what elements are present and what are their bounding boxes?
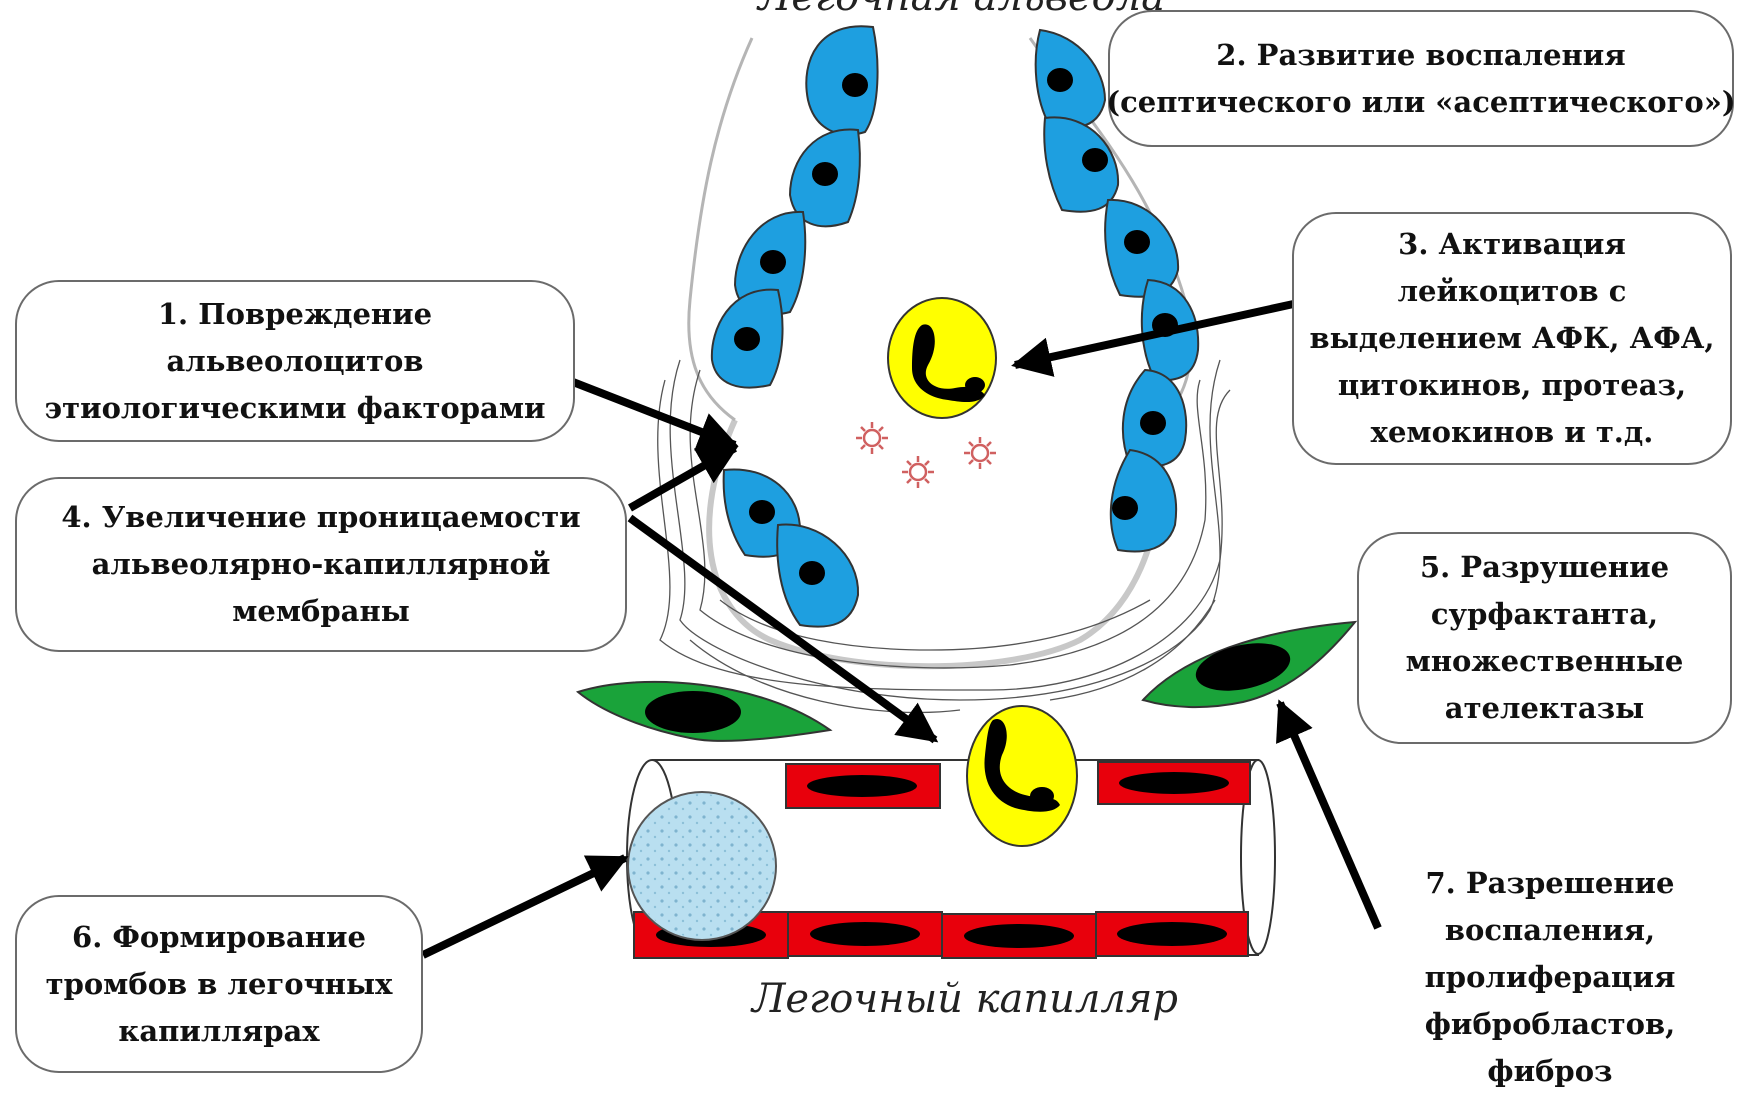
step-4-line-1: 4. Увеличение проницаемости <box>61 494 580 541</box>
step-4-line-2: альвеолярно-капиллярной <box>92 541 551 588</box>
step-6-box: 6. Формирование тромбов в легочных капил… <box>15 895 423 1073</box>
step-4-box: 4. Увеличение проницаемости альвеолярно-… <box>15 477 627 652</box>
step-5-box: 5. Разрушение сурфактанта, множественные… <box>1357 532 1732 744</box>
step-3-line-1: 3. Активация <box>1398 221 1626 268</box>
fibroblast-cell-icon <box>578 622 1355 741</box>
step-7-line-4: фибробластов, <box>1400 1001 1700 1048</box>
step-7-line-2: воспаления, <box>1400 907 1700 954</box>
step-3-line-4: цитокинов, протеаз, <box>1338 362 1686 409</box>
step-1-box: 1. Повреждение альвеолоцитов этиологичес… <box>15 280 575 442</box>
step-2-box: 2. Развитие воспаления (септического или… <box>1108 10 1734 147</box>
step-1-line-1: 1. Повреждение <box>158 291 432 338</box>
step-5-line-1: 5. Разрушение <box>1420 544 1669 591</box>
step-7-line-1: 7. Разрешение <box>1400 860 1700 907</box>
step-7-text: 7. Разрешение воспаления, пролиферация ф… <box>1400 860 1700 1095</box>
arrow-step7 <box>1280 703 1378 928</box>
alveolus-caption: Легочная альвеола <box>758 0 1165 20</box>
step-2-line-1: 2. Развитие воспаления <box>1216 32 1625 79</box>
mediator-star-icon <box>856 422 996 488</box>
step-7-line-5: фиброз <box>1400 1048 1700 1095</box>
arrow-step6 <box>423 858 625 955</box>
alveolocyte-cell-icon <box>712 26 878 626</box>
step-3-line-5: хемокинов и т.д. <box>1371 409 1654 456</box>
step-6-line-1: 6. Формирование <box>72 914 366 961</box>
step-3-line-2: лейкоцитов с <box>1398 268 1627 315</box>
step-4-line-3: мембраны <box>232 588 410 635</box>
step-6-line-3: капиллярах <box>118 1008 319 1055</box>
arrow-step4-alveolus <box>630 448 735 508</box>
step-1-line-2: альвеолоцитов <box>166 338 423 385</box>
capillary-caption: Легочный капилляр <box>752 976 1178 1022</box>
leukocyte-cell-icon <box>967 706 1077 846</box>
step-5-line-4: ателектазы <box>1445 685 1644 732</box>
step-6-line-2: тромбов в легочных <box>46 961 393 1008</box>
step-3-line-3: выделением АФК, АФА, <box>1310 315 1715 362</box>
step-7-line-3: пролиферация <box>1400 954 1700 1001</box>
step-3-box: 3. Активация лейкоцитов с выделением АФК… <box>1292 212 1732 465</box>
arrow-step1 <box>573 382 735 445</box>
step-2-line-2: (септического или «асептического») <box>1106 79 1735 126</box>
step-5-line-3: множественные <box>1406 638 1684 685</box>
step-5-line-2: сурфактанта, <box>1431 591 1658 638</box>
thrombus-icon <box>628 792 776 940</box>
leukocyte-cell-icon <box>888 298 996 418</box>
step-1-line-3: этиологическими факторами <box>44 385 545 432</box>
